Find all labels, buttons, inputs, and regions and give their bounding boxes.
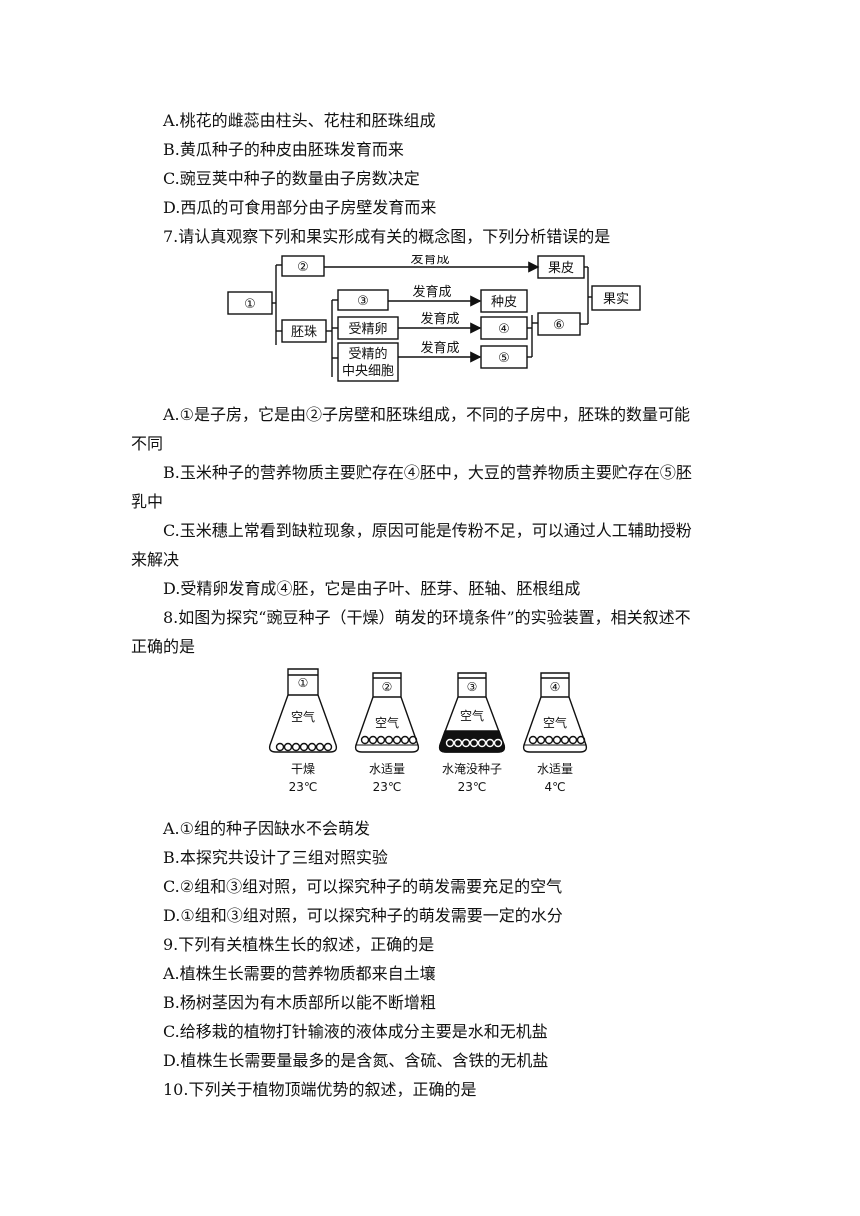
diagram-node-1: ① bbox=[244, 297, 256, 312]
flask-1-air-label: 空气 bbox=[291, 709, 315, 724]
diagram-node-fert-central-2: 中央细胞 bbox=[342, 364, 394, 379]
flask-1-condition: 干燥 bbox=[291, 762, 315, 776]
diagram-node-2: ② bbox=[297, 260, 309, 275]
q6-option-d: D.西瓜的可食用部分由子房壁发育而来 bbox=[163, 198, 437, 217]
q7-option-a-cont: 不同 bbox=[131, 434, 164, 453]
q7-option-c-cont: 来解决 bbox=[131, 550, 180, 569]
q9-option-a: A.植株生长需要的营养物质都来自土壤 bbox=[163, 964, 436, 983]
q8-flask-diagram: ① 空气 干燥 23℃ ② 空气 水适量 23℃ ③ 空气 水淹没种子 23℃ … bbox=[268, 668, 588, 794]
q7-stem: 7.请认真观察下列和果实形成有关的概念图，下列分析错误的是 bbox=[163, 227, 611, 246]
diagram-node-6: ⑥ bbox=[553, 318, 565, 333]
diagram-node-fruit: 果实 bbox=[603, 292, 629, 307]
q7-option-a: A.①是子房，它是由②子房壁和胚珠组成，不同的子房中，胚珠的数量可能 bbox=[163, 405, 690, 424]
q9-option-d: D.植株生长需要量最多的是含氮、含硫、含铁的无机盐 bbox=[163, 1051, 549, 1070]
flask-4-air-label: 空气 bbox=[543, 715, 567, 730]
flask-3-temperature: 23℃ bbox=[458, 780, 487, 794]
diagram-arrow-label: 发育成 bbox=[410, 255, 449, 267]
flask-4-condition: 水适量 bbox=[537, 762, 573, 776]
q7-option-b: B.玉米种子的营养物质主要贮存在④胚中，大豆的营养物质主要贮存在⑤胚 bbox=[163, 463, 692, 482]
q8-option-b: B.本探究共设计了三组对照实验 bbox=[163, 848, 388, 867]
q9-option-b: B.杨树茎因为有木质部所以能不断增粗 bbox=[163, 993, 436, 1012]
flask-3 bbox=[438, 672, 506, 753]
q8-stem: 8.如图为探究“豌豆种子（干燥）萌发的环境条件”的实验装置，相关叙述不 bbox=[163, 608, 691, 627]
diagram-arrow-label: 发育成 bbox=[412, 284, 451, 300]
q6-option-c: C.豌豆荚中种子的数量由子房数决定 bbox=[163, 169, 420, 188]
diagram-node-5: ⑤ bbox=[498, 351, 510, 366]
flask-3-condition: 水淹没种子 bbox=[442, 761, 502, 776]
diagram-node-fert-central-1: 受精的 bbox=[348, 346, 387, 362]
diagram-arrow-label: 发育成 bbox=[420, 340, 459, 356]
q7-option-d: D.受精卵发育成④胚，它是由子叶、胚芽、胚轴、胚根组成 bbox=[163, 579, 581, 598]
diagram-node-3: ③ bbox=[357, 294, 369, 309]
flask-2-condition: 水适量 bbox=[369, 762, 405, 776]
flask-1-temperature: 23℃ bbox=[289, 780, 318, 794]
flask-1-number: ① bbox=[298, 676, 309, 690]
diagram-node-ovule: 胚珠 bbox=[291, 325, 317, 340]
diagram-node-fert-egg: 受精卵 bbox=[348, 322, 387, 337]
flask-1 bbox=[268, 668, 338, 753]
flask-4 bbox=[522, 672, 588, 753]
q8-stem-cont: 正确的是 bbox=[131, 637, 196, 656]
q7-option-b-cont: 乳中 bbox=[131, 492, 164, 511]
q7-concept-diagram: ① ② 胚珠 ③ 受精卵 受精的 中央细胞 发育成 发育成 发育成 发育成 果皮… bbox=[227, 255, 641, 382]
diagram-arrow-label: 发育成 bbox=[420, 311, 459, 327]
q8-option-d: D.①组和③组对照，可以探究种子的萌发需要一定的水分 bbox=[163, 906, 563, 925]
q7-option-c: C.玉米穗上常看到缺粒现象，原因可能是传粉不足，可以通过人工辅助授粉 bbox=[163, 521, 692, 540]
flask-2-temperature: 23℃ bbox=[373, 780, 402, 794]
flask-4-temperature: 4℃ bbox=[544, 780, 565, 794]
flask-2 bbox=[354, 672, 420, 753]
diagram-node-peel: 果皮 bbox=[548, 261, 574, 276]
q9-option-c: C.给移栽的植物打针输液的液体成分主要是水和无机盐 bbox=[163, 1022, 548, 1041]
q6-option-a: A.桃花的雌蕊由柱头、花柱和胚珠组成 bbox=[163, 111, 436, 130]
q8-option-c: C.②组和③组对照，可以探究种子的萌发需要充足的空气 bbox=[163, 877, 563, 896]
q10-stem: 10.下列关于植物顶端优势的叙述，正确的是 bbox=[163, 1080, 477, 1099]
q9-stem: 9.下列有关植株生长的叙述，正确的是 bbox=[163, 935, 435, 954]
q6-option-b: B.黄瓜种子的种皮由胚珠发育而来 bbox=[163, 140, 404, 159]
q8-option-a: A.①组的种子因缺水不会萌发 bbox=[163, 819, 370, 838]
flask-2-air-label: 空气 bbox=[375, 715, 399, 730]
diagram-node-4: ④ bbox=[498, 322, 510, 337]
flask-2-number: ② bbox=[382, 680, 393, 694]
flask-4-number: ④ bbox=[550, 680, 561, 694]
flask-3-number: ③ bbox=[467, 680, 478, 694]
diagram-node-seedcoat: 种皮 bbox=[491, 295, 517, 310]
flask-3-air-label: 空气 bbox=[460, 708, 484, 723]
